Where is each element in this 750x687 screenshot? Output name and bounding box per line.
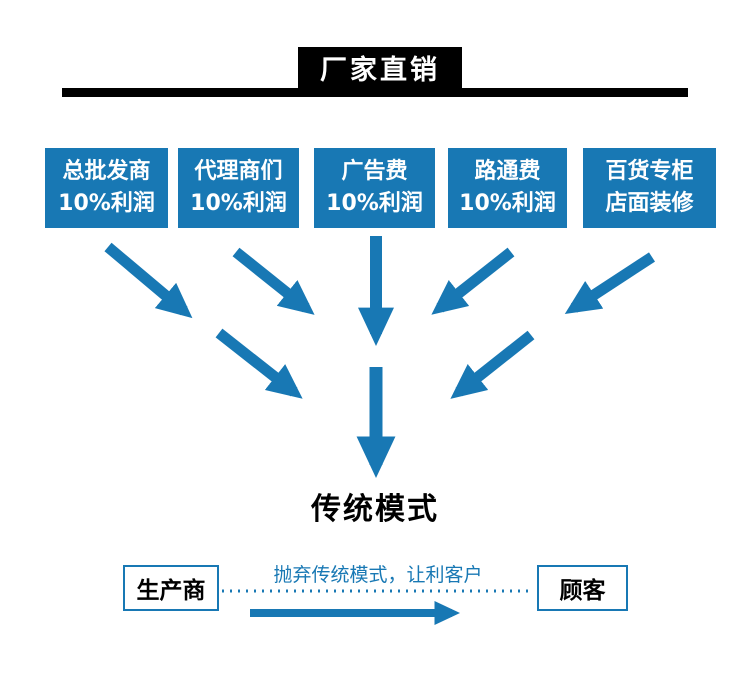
arrow-from-box1 bbox=[104, 242, 193, 319]
cost-box-line1: 代理商们 bbox=[194, 159, 283, 185]
cost-box-line2: 10%利润 bbox=[190, 191, 287, 216]
arrow-converge-right bbox=[450, 330, 535, 399]
cost-box-line1: 总批发商 bbox=[62, 159, 151, 185]
arrow-converge-left bbox=[215, 328, 303, 399]
cost-box-wholesaler: 总批发商 10%利润 bbox=[45, 148, 168, 228]
customer-box: 顾客 bbox=[537, 565, 628, 611]
cost-box-line1: 路通费 bbox=[474, 159, 541, 185]
cost-box-line1: 百货专柜 bbox=[605, 159, 694, 185]
cost-box-agents: 代理商们 10%利润 bbox=[178, 148, 299, 228]
arrow-from-box2 bbox=[232, 247, 315, 315]
cost-box-line1: 广告费 bbox=[341, 159, 408, 185]
page-title: 厂家直销 bbox=[320, 55, 440, 86]
producer-box: 生产商 bbox=[123, 565, 219, 611]
funnel-label: 传统模式 bbox=[311, 492, 439, 527]
producer-label: 生产商 bbox=[136, 578, 206, 604]
cost-box-department-store: 百货专柜 店面装修 bbox=[583, 148, 716, 228]
arrow-from-box4 bbox=[431, 247, 515, 315]
cost-box-tolls: 路通费 10%利润 bbox=[448, 148, 567, 228]
customer-label: 顾客 bbox=[559, 578, 606, 604]
bottom-caption: 抛弃传统模式，让利客户 bbox=[273, 564, 483, 586]
cost-box-line2: 10%利润 bbox=[326, 191, 423, 216]
cost-box-line2: 10%利润 bbox=[58, 191, 155, 216]
cost-box-line2: 10%利润 bbox=[459, 191, 556, 216]
cost-box-line2: 店面装修 bbox=[605, 191, 694, 216]
cost-box-advertising: 广告费 10%利润 bbox=[314, 148, 435, 228]
arrow-from-box5 bbox=[564, 252, 656, 315]
title-banner: 厂家直销 bbox=[298, 47, 462, 88]
header-rule bbox=[62, 88, 688, 97]
